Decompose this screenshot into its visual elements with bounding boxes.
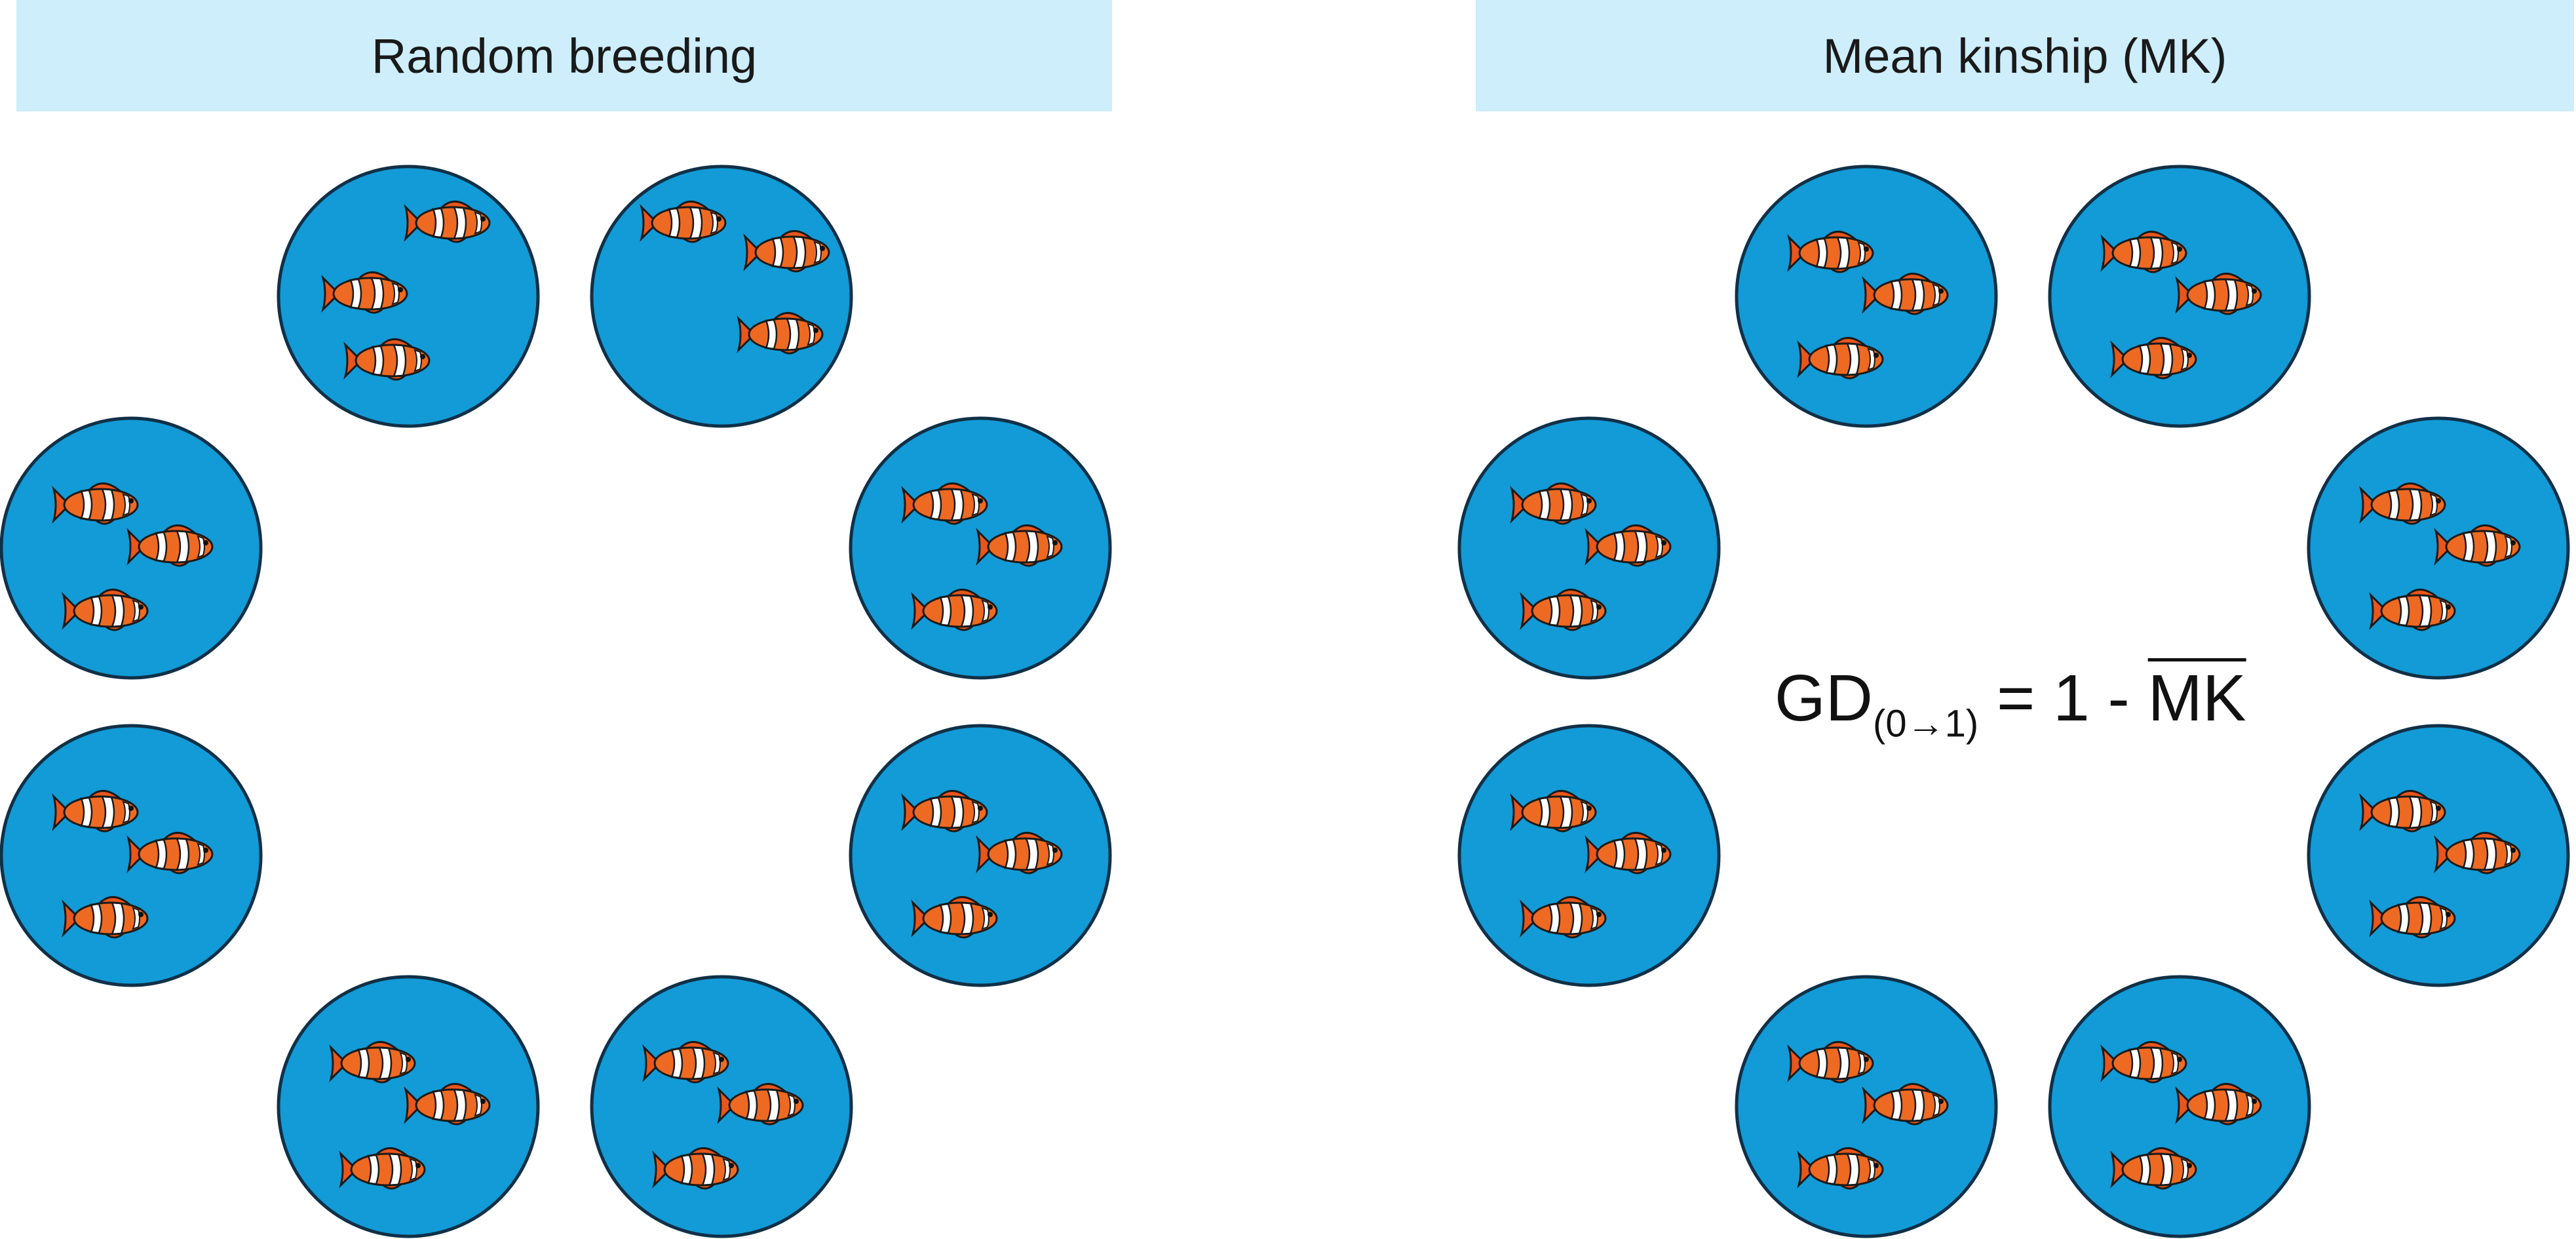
genetic-diversity-formula: GD(0→1) = 1 - MK (1775, 665, 2246, 743)
panel-title-mean-kinship: Mean kinship (MK) (1476, 0, 2574, 111)
formula-equals: = 1 - (1996, 661, 2130, 735)
formula-lhs: GD (1775, 661, 1873, 735)
random-breeding-tank-2 (590, 165, 853, 428)
panel-title-random-breeding: Random breeding (16, 0, 1112, 111)
formula-subscript: (0→1) (1873, 702, 1979, 745)
formula-mean-kinship-bar: MK (2147, 661, 2246, 735)
random-breeding-tank-1 (277, 165, 540, 428)
